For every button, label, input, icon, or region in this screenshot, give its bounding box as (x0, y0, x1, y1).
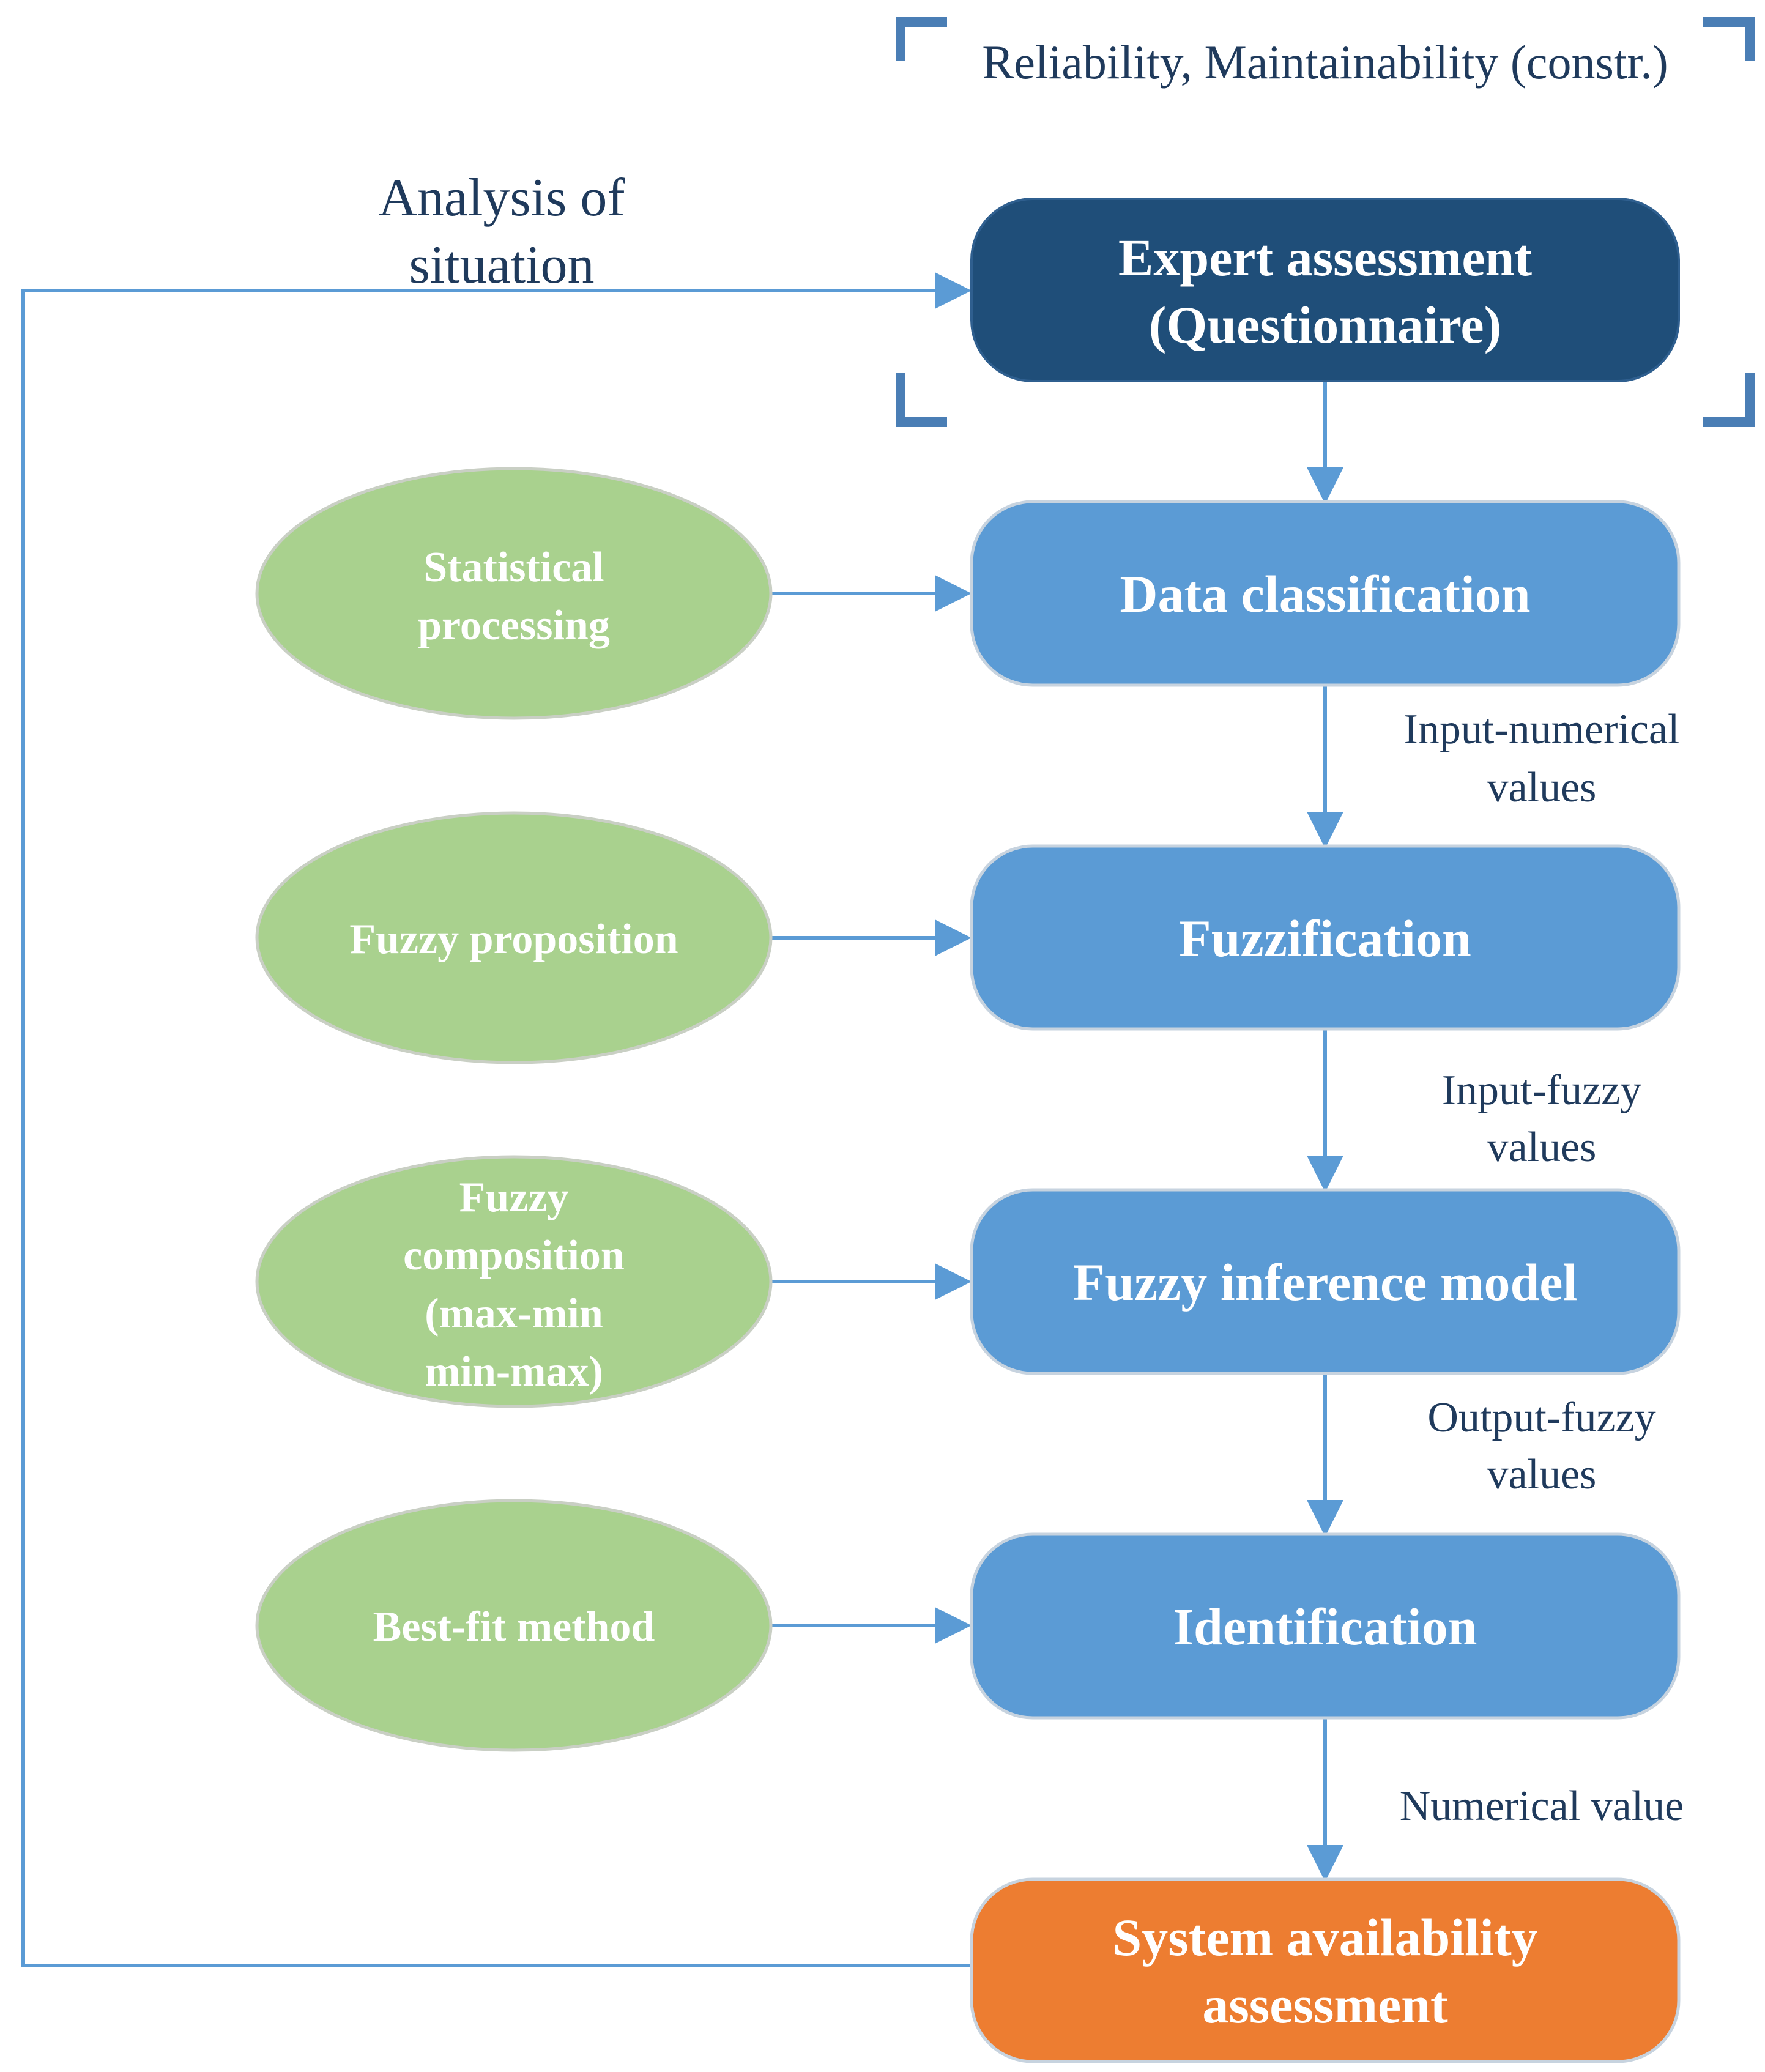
oval-fuzzy-composition-line-4: min-max) (425, 1348, 603, 1395)
bracket-top-right (1703, 17, 1755, 61)
edge-label-input-fuzzy-line-2: values (1487, 1124, 1597, 1171)
oval-fuzzy-composition-line-2: composition (403, 1232, 625, 1279)
box-system-availability-line-1: System availability (1112, 1908, 1537, 1967)
box-fuzzy-inference-model-line-1: Fuzzy inference model (1073, 1253, 1578, 1312)
feedback-arrow (21, 272, 972, 1967)
constraint-bracket (896, 17, 1755, 427)
edge-label-input-numerical: Input-numerical values (1404, 706, 1680, 811)
edge-label-output-fuzzy-line-1: Output-fuzzy (1427, 1394, 1655, 1441)
bracket-bottom-right (1703, 373, 1755, 427)
connectors (21, 272, 1343, 1967)
edge-label-output-fuzzy-line-2: values (1487, 1451, 1597, 1498)
oval-best-fit-method-line-1: Best-fit method (373, 1603, 655, 1651)
box-identification: Identification (970, 1532, 1681, 1720)
oval-fuzzy-composition-line-1: Fuzzy (459, 1174, 569, 1221)
box-identification-line-1: Identification (1173, 1597, 1477, 1656)
edge-label-output-fuzzy: Output-fuzzy values (1427, 1394, 1655, 1498)
bracket-top-left (896, 17, 947, 61)
oval-fuzzy-composition-line-3: (max-min (425, 1290, 603, 1337)
box-fuzzification-line-1: Fuzzification (1179, 909, 1471, 968)
oval-statistical-processing-line-1: Statistical (423, 544, 604, 591)
edge-label-input-numerical-line-2: values (1487, 764, 1597, 811)
feedback-label-line-1: Analysis of (378, 168, 625, 228)
box-expert-assessment: Expert assessment (Questionnaire) (970, 198, 1680, 382)
box-expert-assessment-line-1: Expert assessment (1118, 228, 1532, 287)
oval-statistical-processing-line-2: processing (418, 602, 610, 649)
oval-fuzzy-composition: Fuzzy composition (max-min min-max) (255, 1155, 773, 1408)
feedback-label: Analysis of situation (378, 168, 625, 295)
edge-label-input-fuzzy: Input-fuzzy values (1442, 1067, 1642, 1171)
edge-label-input-fuzzy-line-1: Input-fuzzy (1442, 1067, 1642, 1114)
box-data-classification: Data classification (970, 500, 1681, 687)
bracket-bottom-left (896, 373, 947, 427)
edge-label-input-numerical-line-1: Input-numerical (1404, 706, 1680, 753)
box-data-classification-line-1: Data classification (1120, 565, 1530, 623)
edge-label-numerical-value-line-1: Numerical value (1400, 1783, 1684, 1830)
oval-fuzzy-proposition: Fuzzy proposition (255, 811, 773, 1064)
box-system-availability-assessment: System availability assessment (970, 1877, 1681, 2063)
edge-label-numerical-value: Numerical value (1400, 1783, 1684, 1830)
bracket-label: Reliability, Maintainability (constr.) (982, 35, 1668, 89)
box-expert-assessment-line-2: (Questionnaire) (1149, 295, 1502, 354)
oval-best-fit-method: Best-fit method (255, 1499, 773, 1752)
oval-fuzzy-proposition-line-1: Fuzzy proposition (349, 916, 678, 963)
feedback-label-line-2: situation (409, 236, 594, 295)
box-fuzzy-inference-model: Fuzzy inference model (970, 1188, 1681, 1375)
box-fuzzification: Fuzzification (970, 844, 1681, 1031)
oval-statistical-processing: Statistical processing (255, 467, 773, 720)
box-system-availability-line-2: assessment (1202, 1975, 1448, 2034)
